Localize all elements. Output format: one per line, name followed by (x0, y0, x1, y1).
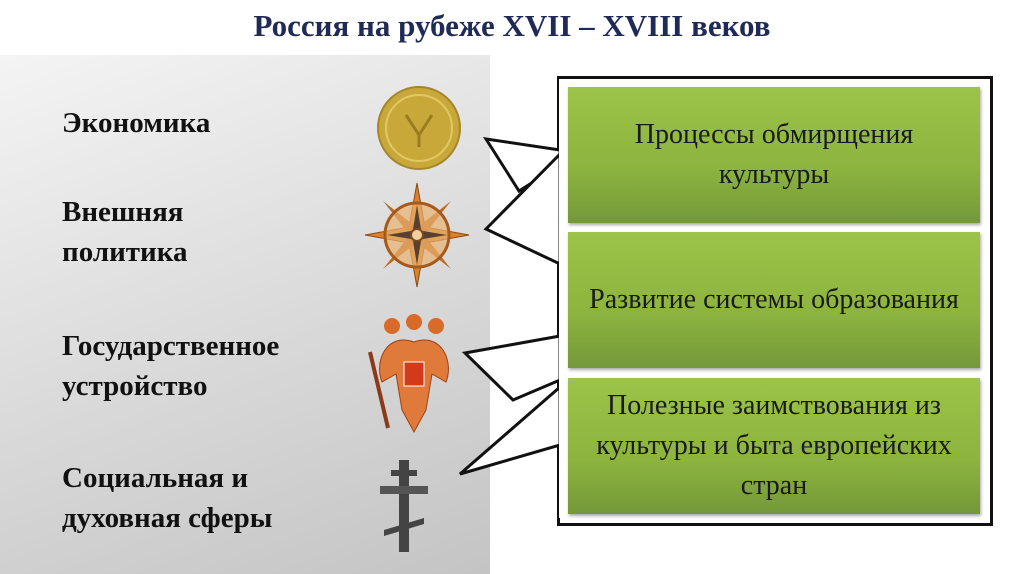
sphere-label-economy: Экономика (62, 107, 211, 139)
culture-point-text: Полезные заимствования из культуры и быт… (596, 390, 952, 501)
culture-point-text: Развитие системы образования (589, 284, 959, 315)
pointer-social (459, 383, 562, 476)
culture-point-box: Развитие системы образования (568, 232, 980, 368)
double-headed-eagle-icon (368, 314, 449, 434)
sphere-label-foreign-policy: Внешняя политика (62, 196, 188, 268)
compass-rose-icon (364, 182, 470, 288)
orthodox-cross-icon (380, 460, 428, 552)
pointer-state (461, 334, 562, 402)
slide-title: Россия на рубеже XVII – XVIII веков (253, 8, 771, 43)
culture-point-box: Полезные заимствования из культуры и быт… (568, 378, 980, 514)
culture-point-text: Процессы обмирщения культуры (634, 119, 914, 190)
culture-point-box: Процессы обмирщения культуры (568, 87, 980, 223)
sphere-label-state: Государственное устройство (62, 330, 280, 402)
gold-coin-icon (377, 86, 461, 170)
sphere-label-social: Социальная и духовная сферы (62, 462, 273, 534)
